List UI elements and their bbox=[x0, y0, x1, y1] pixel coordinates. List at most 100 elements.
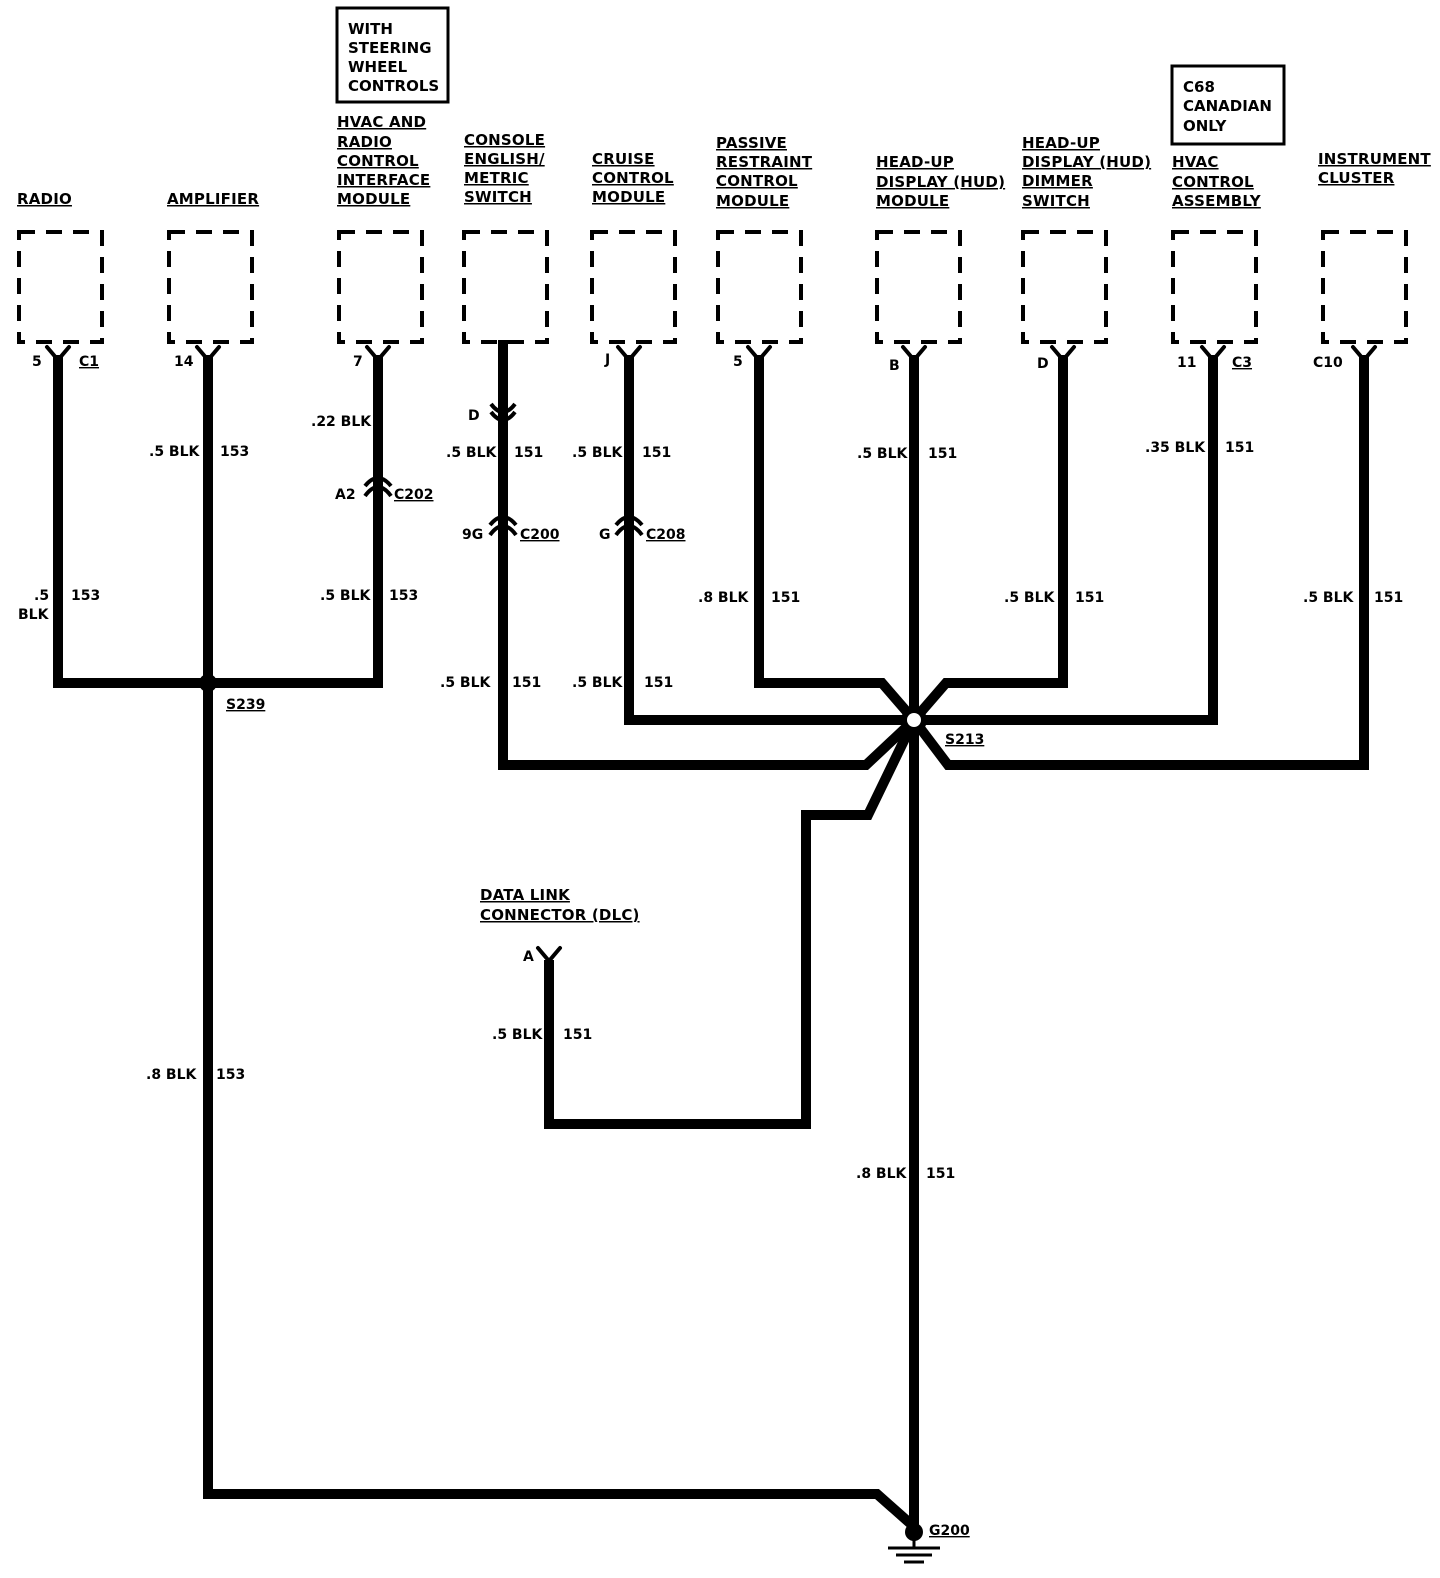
svg-text:.5 BLK: .5 BLK bbox=[492, 1027, 544, 1043]
svg-text:HVAC AND: HVAC AND bbox=[337, 113, 426, 131]
svg-text:INSTRUMENT: INSTRUMENT bbox=[1318, 150, 1431, 168]
component-box-console-switch bbox=[462, 230, 549, 344]
svg-text:HEAD-UP: HEAD-UP bbox=[1022, 134, 1100, 152]
terminals bbox=[45, 345, 1377, 965]
svg-text:.8 BLK: .8 BLK bbox=[146, 1067, 198, 1083]
label-radio: RADIO bbox=[17, 190, 72, 208]
terminal-hvac-control bbox=[1200, 345, 1226, 364]
svg-text:.5 BLK: .5 BLK bbox=[572, 675, 624, 691]
ground-g200: G200 bbox=[888, 1523, 970, 1564]
connector-c200-top bbox=[489, 402, 517, 422]
svg-text:.5 BLK: .5 BLK bbox=[446, 445, 498, 461]
pin-labels: 5 C1 14 7 J 5 B D 11 C3 C10 A A2 C202 D … bbox=[32, 352, 1343, 965]
svg-text:.5 BLK: .5 BLK bbox=[1303, 590, 1355, 606]
wire-instrument-cluster bbox=[906, 355, 1369, 770]
svg-text:METRIC: METRIC bbox=[464, 169, 529, 187]
svg-text:C208: C208 bbox=[646, 527, 686, 543]
component-box-hud-module bbox=[875, 230, 962, 344]
svg-text:SWITCH: SWITCH bbox=[1022, 192, 1090, 210]
svg-text:ASSEMBLY: ASSEMBLY bbox=[1172, 192, 1262, 210]
svg-text:SWITCH: SWITCH bbox=[464, 188, 532, 206]
svg-text:CONNECTOR (DLC): CONNECTOR (DLC) bbox=[480, 906, 640, 924]
svg-text:A: A bbox=[523, 949, 534, 965]
terminal-hud-dimmer bbox=[1050, 345, 1076, 364]
terminal-amplifier bbox=[195, 345, 221, 364]
svg-text:.5 BLK: .5 BLK bbox=[149, 444, 201, 460]
note-c68-canadian-only: C68 CANADIAN ONLY bbox=[1170, 64, 1286, 146]
svg-text:G200: G200 bbox=[929, 1523, 970, 1539]
svg-text:.5 BLK: .5 BLK bbox=[320, 588, 372, 604]
svg-text:DIMMER: DIMMER bbox=[1022, 172, 1093, 190]
label-passive-restraint-control-module: PASSIVE RESTRAINT CONTROL MODULE bbox=[716, 134, 813, 210]
label-instrument-cluster: INSTRUMENT CLUSTER bbox=[1318, 150, 1431, 187]
wire-cruise bbox=[624, 355, 919, 725]
terminal-radio bbox=[45, 345, 71, 364]
wire-hud-dimmer bbox=[906, 355, 1068, 728]
svg-text:9G: 9G bbox=[462, 527, 483, 543]
component-box-instrument-cluster bbox=[1321, 230, 1408, 344]
svg-text:151: 151 bbox=[1225, 440, 1254, 456]
svg-text:ENGLISH/: ENGLISH/ bbox=[464, 150, 545, 168]
svg-text:CONTROL: CONTROL bbox=[337, 152, 419, 170]
label-data-link-connector: DATA LINK CONNECTOR (DLC) bbox=[480, 886, 640, 924]
label-console-english-metric-switch: CONSOLE ENGLISH/ METRIC SWITCH bbox=[464, 131, 545, 206]
svg-text:5: 5 bbox=[733, 354, 743, 370]
svg-text:CLUSTER: CLUSTER bbox=[1318, 169, 1395, 187]
terminal-dlc bbox=[536, 946, 562, 965]
svg-text:151: 151 bbox=[512, 675, 541, 691]
svg-text:D: D bbox=[1037, 356, 1049, 372]
svg-text:D: D bbox=[468, 408, 480, 424]
svg-text:S213: S213 bbox=[945, 732, 984, 748]
svg-text:.35 BLK: .35 BLK bbox=[1145, 440, 1206, 456]
wire-radio bbox=[53, 355, 213, 688]
wire-hvac-control bbox=[909, 355, 1218, 725]
label-cruise-control-module: CRUISE CONTROL MODULE bbox=[592, 150, 674, 206]
svg-text:153: 153 bbox=[389, 588, 418, 604]
svg-text:153: 153 bbox=[220, 444, 249, 460]
svg-text:HEAD-UP: HEAD-UP bbox=[876, 153, 954, 171]
svg-text:C202: C202 bbox=[394, 487, 434, 503]
wire-dlc bbox=[544, 713, 921, 1129]
svg-text:BLK: BLK bbox=[18, 607, 50, 623]
wire-console-switch bbox=[498, 340, 922, 770]
svg-text:C3: C3 bbox=[1232, 355, 1252, 371]
svg-text:WITH: WITH bbox=[348, 20, 393, 38]
svg-text:.22 BLK: .22 BLK bbox=[311, 414, 372, 430]
wire-passive-restraint bbox=[754, 355, 922, 728]
svg-text:14: 14 bbox=[174, 354, 194, 370]
svg-text:MODULE: MODULE bbox=[592, 188, 665, 206]
svg-text:WHEEL: WHEEL bbox=[348, 58, 408, 76]
svg-text:153: 153 bbox=[216, 1067, 245, 1083]
splice-s239: S239 bbox=[199, 674, 265, 713]
svg-text:151: 151 bbox=[514, 445, 543, 461]
svg-text:11: 11 bbox=[1177, 355, 1196, 371]
splice-s213: S213 bbox=[901, 707, 984, 748]
svg-text:.5 BLK: .5 BLK bbox=[572, 445, 624, 461]
svg-text:S239: S239 bbox=[226, 697, 265, 713]
wire-network bbox=[53, 340, 1369, 1533]
svg-text:MODULE: MODULE bbox=[876, 192, 949, 210]
svg-text:151: 151 bbox=[644, 675, 673, 691]
svg-text:CONTROL: CONTROL bbox=[1172, 173, 1254, 191]
svg-text:CRUISE: CRUISE bbox=[592, 150, 655, 168]
component-box-passive-restraint bbox=[716, 230, 803, 344]
svg-text:CANADIAN: CANADIAN bbox=[1183, 97, 1272, 115]
connector-c208 bbox=[614, 515, 644, 537]
label-amplifier: AMPLIFIER bbox=[167, 190, 259, 208]
svg-text:151: 151 bbox=[642, 445, 671, 461]
label-hvac-control-assembly: HVAC CONTROL ASSEMBLY bbox=[1172, 153, 1262, 210]
label-hud-dimmer-switch: HEAD-UP DISPLAY (HUD) DIMMER SWITCH bbox=[1022, 134, 1151, 210]
svg-text:.5 BLK: .5 BLK bbox=[1004, 590, 1056, 606]
svg-text:DATA LINK: DATA LINK bbox=[480, 886, 571, 904]
label-hvac-radio-interface-module: HVAC AND RADIO CONTROL INTERFACE MODULE bbox=[337, 113, 430, 208]
note-with-steering-wheel-controls: WITH STEERING WHEEL CONTROLS bbox=[335, 6, 450, 104]
svg-text:C200: C200 bbox=[520, 527, 560, 543]
wire-labels: .5 BLK 153 .5 BLK 153 .22 BLK .5 BLK 153… bbox=[18, 414, 1403, 1182]
svg-text:G: G bbox=[599, 527, 611, 543]
svg-text:PASSIVE: PASSIVE bbox=[716, 134, 787, 152]
svg-text:151: 151 bbox=[1075, 590, 1104, 606]
svg-text:.5 BLK: .5 BLK bbox=[440, 675, 492, 691]
label-hud-module: HEAD-UP DISPLAY (HUD) MODULE bbox=[876, 153, 1005, 210]
svg-text:INTERFACE: INTERFACE bbox=[337, 171, 430, 189]
